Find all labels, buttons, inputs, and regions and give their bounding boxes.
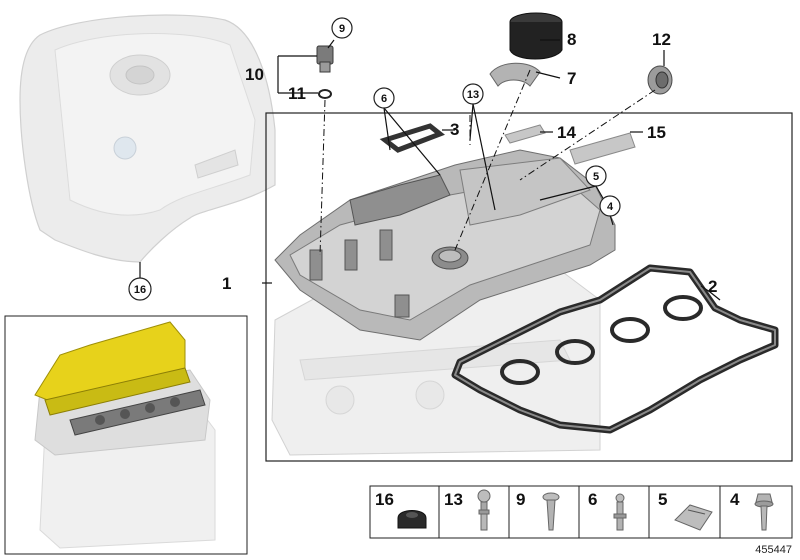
bolt-4-icon — [754, 493, 774, 531]
cylinder-head-cover-frame — [265, 112, 793, 462]
sensor-part-9[interactable] — [316, 45, 334, 73]
callout-8: 8 — [567, 30, 576, 49]
callout-15: 15 — [647, 123, 666, 142]
callout-2: 2 — [708, 277, 717, 296]
strip-label-5: 5 — [658, 490, 667, 509]
callout-5: 5 — [593, 171, 599, 183]
document-number: 455447 — [755, 544, 792, 556]
cylinder-head-cover-gasket[interactable] — [451, 264, 779, 434]
screw-9-icon — [542, 492, 560, 531]
callout-13: 13 — [467, 89, 479, 101]
stud-6-icon — [613, 493, 627, 531]
grommet-16-icon — [397, 510, 427, 529]
callout-11: 11 — [288, 84, 306, 103]
strip-label-4: 4 — [730, 490, 740, 509]
callout-16: 16 — [134, 284, 146, 296]
callout-3: 3 — [450, 120, 459, 139]
cylinder-head-cover[interactable] — [274, 149, 616, 341]
callout-1: 1 — [222, 274, 231, 293]
strip-label-13: 13 — [444, 490, 463, 509]
strip-label-9: 9 — [516, 490, 525, 509]
engine-overview-illustration — [34, 321, 216, 549]
callout-9: 9 — [339, 23, 345, 35]
callout-4: 4 — [607, 201, 614, 213]
strip-label-16: 16 — [375, 490, 394, 509]
part-12[interactable] — [647, 65, 673, 95]
oil-filler-cap-8[interactable] — [509, 12, 563, 60]
callout-7: 7 — [567, 69, 576, 88]
callout-6: 6 — [381, 93, 387, 105]
small-parts-strip — [369, 485, 793, 539]
label-plate-14[interactable] — [504, 124, 546, 144]
callout-10: 10 — [245, 65, 264, 84]
sealing-gasket-3[interactable] — [379, 123, 445, 153]
strip-label-6: 6 — [588, 490, 597, 509]
label-plate-15[interactable] — [569, 132, 636, 165]
seal-part-7[interactable] — [489, 62, 541, 87]
callout-14: 14 — [557, 123, 576, 142]
clip-5-icon — [674, 504, 713, 531]
engine-cover[interactable] — [19, 14, 276, 263]
callout-12: 12 — [652, 30, 671, 49]
callout-circles — [128, 17, 621, 301]
leader-lines — [139, 39, 721, 301]
o-ring-11[interactable] — [318, 89, 332, 99]
ball-stud-13-icon — [477, 489, 491, 531]
